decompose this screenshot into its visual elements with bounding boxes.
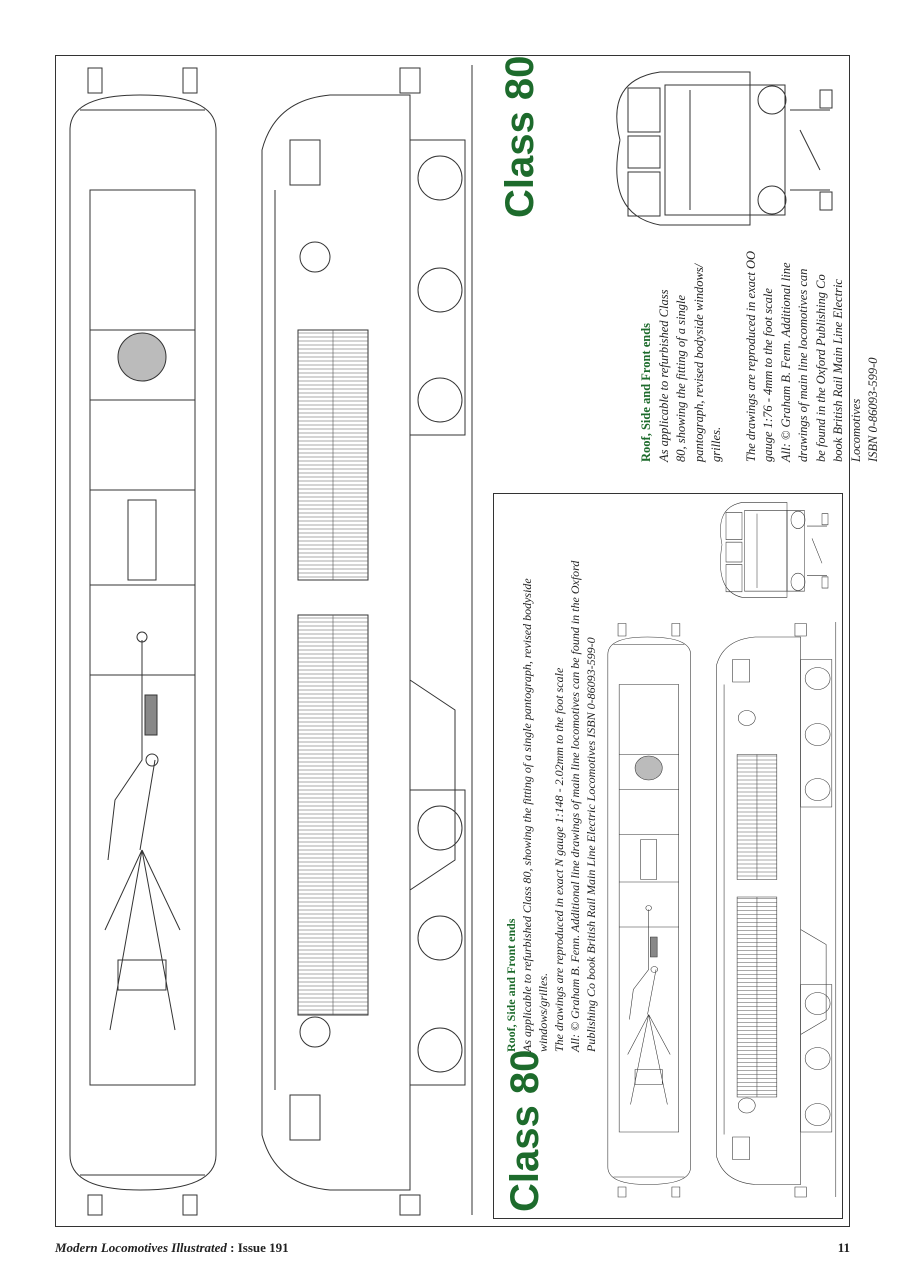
main-desc-line: As applicable to refurbished Class bbox=[656, 289, 671, 462]
main-scale-line: be found in the Oxford Publishing Co bbox=[813, 274, 828, 462]
main-scale-line: All: © Graham B. Fenn. Additional line bbox=[778, 262, 793, 462]
inset-scale-line: The drawings are reproduced in exact N g… bbox=[552, 667, 566, 1052]
main-scale-line: The drawings are reproduced in exact OO bbox=[743, 250, 758, 462]
main-scale-line: book British Rail Main Line Electric bbox=[831, 279, 845, 462]
page-number: 11 bbox=[837, 1240, 850, 1255]
main-scale-line: gauge 1:76 - 4mm to the foot scale bbox=[761, 288, 775, 462]
main-desc-line: pantograph, revised bodyside windows/ bbox=[691, 263, 706, 462]
inset-title: Class 80 bbox=[503, 1049, 547, 1212]
inset-caption: Roof, Side and Front ends As applicable … bbox=[503, 522, 603, 1052]
main-desc-line: grilles. bbox=[709, 426, 723, 462]
inset-desc-line: As applicable to refurbished Class 80, s… bbox=[520, 578, 534, 1052]
inset-desc-line: windows/grilles. bbox=[536, 972, 550, 1052]
main-title: Class 80 bbox=[498, 55, 542, 218]
inset-box bbox=[493, 493, 843, 1219]
publication-name: Modern Locomotives Illustrated bbox=[55, 1240, 227, 1255]
main-caption: Roof, Side and Front ends As applicable … bbox=[638, 240, 880, 462]
footer-publication: Modern Locomotives Illustrated : Issue 1… bbox=[55, 1240, 289, 1256]
page-frame bbox=[55, 55, 850, 1227]
main-scale-line: ISBN 0-86093-599-0 bbox=[866, 357, 880, 463]
main-desc-line: 80, showing the fitting of a single bbox=[674, 294, 688, 462]
main-scale-line: drawings of main line locomotives can bbox=[796, 268, 810, 462]
main-heading: Roof, Side and Front ends bbox=[639, 322, 653, 462]
inset-scale-line: All: © Graham B. Fenn. Additional line d… bbox=[568, 560, 582, 1052]
issue-number: : Issue 191 bbox=[230, 1240, 289, 1255]
inset-scale-line: Publishing Co book British Rail Main Lin… bbox=[584, 637, 598, 1052]
inset-heading: Roof, Side and Front ends bbox=[504, 918, 518, 1052]
main-scale-line: Locomotives bbox=[848, 398, 863, 462]
